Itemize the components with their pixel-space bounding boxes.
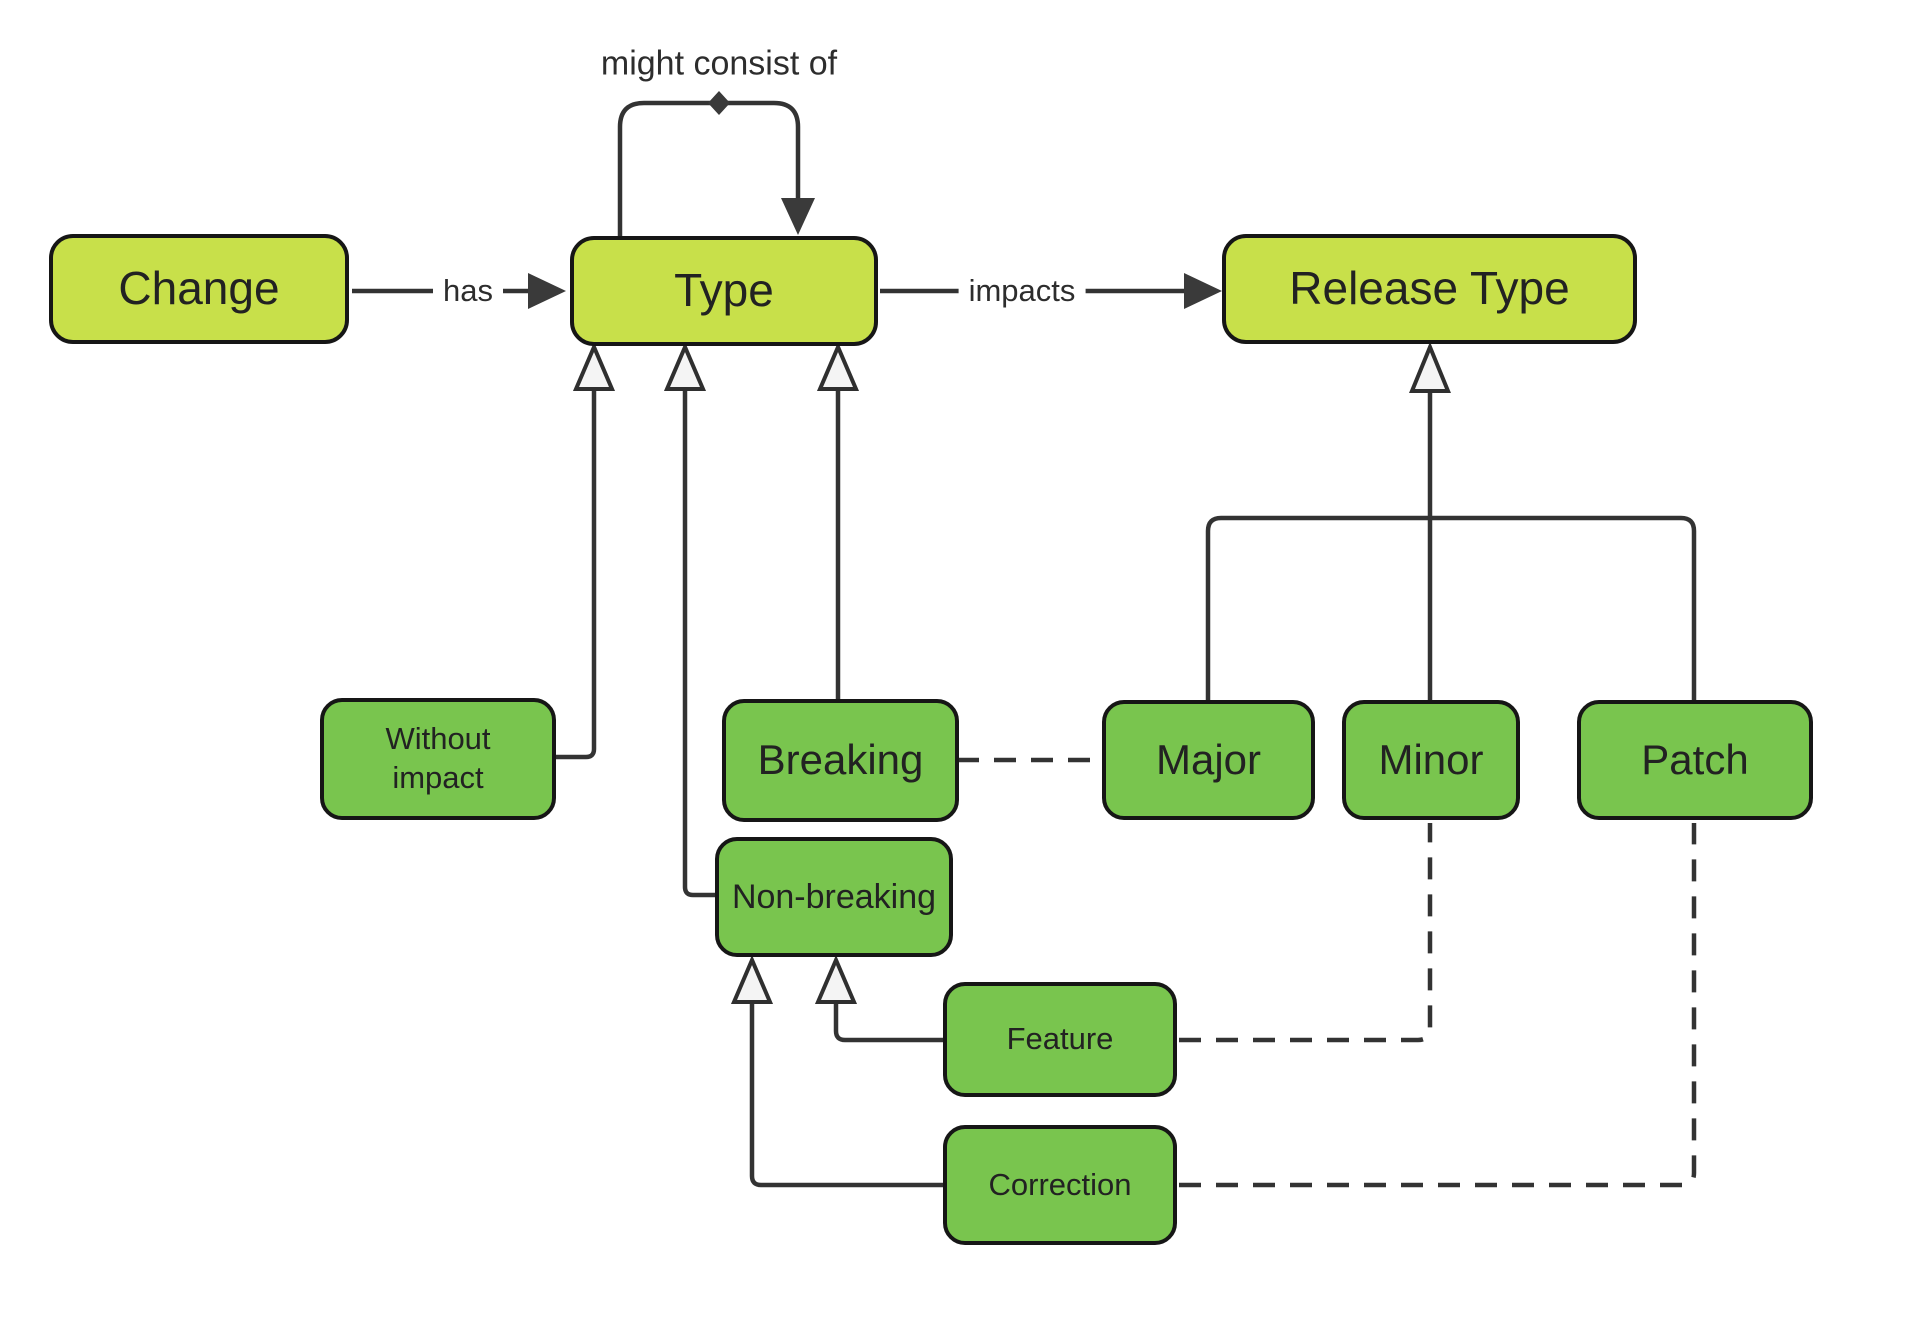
- edge-feature-minor-dashed: [1179, 823, 1433, 1043]
- node-without-impact-label: Without impact: [385, 721, 491, 795]
- node-change-label: Change: [118, 262, 280, 315]
- node-type-label: Type: [674, 264, 774, 317]
- node-minor: Minor: [1342, 700, 1520, 820]
- edge-label-might-consist-of: might consist of: [594, 42, 844, 86]
- node-breaking: Breaking: [722, 699, 959, 822]
- node-non-breaking: Non-breaking: [715, 837, 953, 957]
- node-minor-label: Minor: [1378, 735, 1484, 783]
- edge-type-self-loop: [617, 100, 801, 237]
- inheritance-triangle-icon: [730, 954, 774, 1004]
- solid-arrowhead-icon: [1184, 273, 1222, 309]
- edge-feature-to-non-breaking: [833, 1003, 945, 1043]
- inheritance-triangle-icon: [814, 954, 858, 1004]
- edge-label-impacts: impacts: [958, 271, 1086, 311]
- edge-label-has: has: [433, 271, 503, 311]
- inheritance-triangle-icon: [572, 341, 616, 391]
- node-release-type-label: Release Type: [1289, 262, 1570, 315]
- node-feature: Feature: [943, 982, 1177, 1097]
- edge-correction-to-non-breaking: [749, 1003, 945, 1188]
- inheritance-triangle-icon: [1409, 341, 1451, 393]
- node-non-breaking-label: Non-breaking: [731, 877, 937, 916]
- inheritance-triangle-icon: [663, 341, 707, 391]
- edge-non-breaking-to-type: [682, 390, 715, 898]
- edge-release-junction-bar: [1205, 515, 1697, 700]
- node-patch-label: Patch: [1641, 735, 1749, 783]
- node-feature-label: Feature: [1006, 1021, 1114, 1057]
- edge-correction-patch-dashed: [1179, 823, 1697, 1188]
- node-correction: Correction: [943, 1125, 1177, 1245]
- node-patch: Patch: [1577, 700, 1813, 820]
- node-release-type: Release Type: [1222, 234, 1637, 344]
- solid-arrowhead-icon: [528, 273, 566, 309]
- node-breaking-label: Breaking: [757, 736, 924, 784]
- node-major-label: Major: [1155, 735, 1262, 783]
- edge-without-impact-to-type: [554, 390, 597, 760]
- solid-arrowhead-icon: [781, 198, 815, 235]
- inheritance-triangle-icon: [816, 341, 860, 391]
- composition-diamond-icon: [708, 91, 730, 115]
- node-correction-label: Correction: [988, 1166, 1132, 1202]
- node-without-impact: Without impact: [320, 698, 556, 820]
- node-type: Type: [570, 236, 878, 346]
- node-major: Major: [1102, 700, 1315, 820]
- node-change: Change: [49, 234, 349, 344]
